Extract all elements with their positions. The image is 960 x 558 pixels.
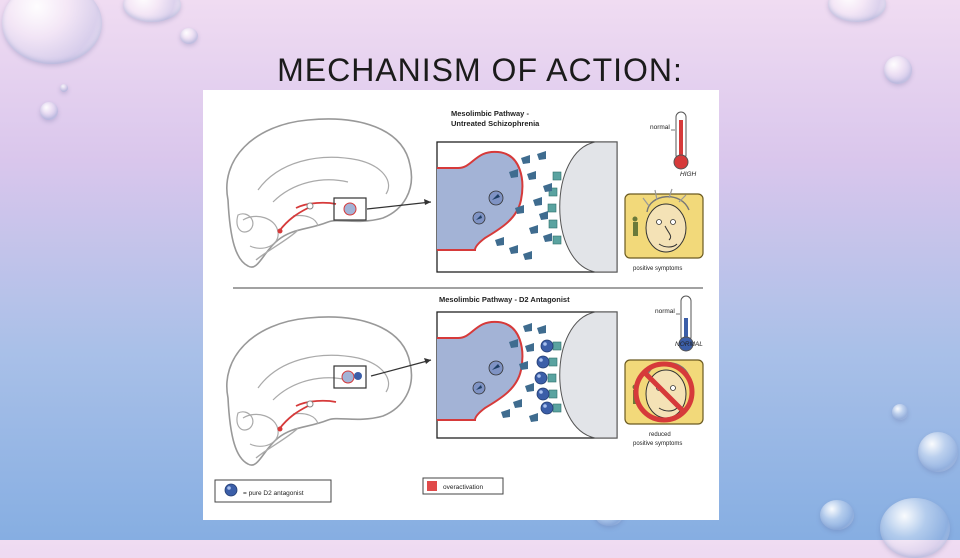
slide-title: MECHANISM OF ACTION: xyxy=(277,52,683,88)
bubble-decoration xyxy=(892,404,908,420)
thermometer-high-label: HIGH xyxy=(680,171,697,178)
thermometer-normal-label-top: normal xyxy=(650,124,670,131)
bubble-decoration xyxy=(40,102,58,120)
mechanism-diagram: Mesolimbic Pathway - Untreated Schizophr… xyxy=(214,109,704,503)
legend-overactivation-label: overactivation xyxy=(443,484,483,491)
reduced-symptoms-caption-line2: positive symptoms xyxy=(633,441,682,447)
bubble-decoration xyxy=(918,432,958,472)
brain-diagram-bottom xyxy=(225,316,413,466)
thermometer-normal: normal NORMAL xyxy=(655,295,703,352)
legend-antagonist-label: = pure D2 antagonist xyxy=(243,490,304,497)
bubble-decoration xyxy=(60,84,68,92)
bubble-decoration xyxy=(884,56,912,84)
bubble-decoration xyxy=(123,0,181,22)
face-positive-symptoms xyxy=(624,188,704,259)
thermometer-normal-caption: NORMAL xyxy=(675,341,703,348)
mechanism-figure: Mesolimbic Pathway - Untreated Schizophr… xyxy=(203,90,719,520)
bubble-decoration xyxy=(820,500,854,530)
face-reduced-symptoms xyxy=(624,359,704,425)
synapse-panel-top xyxy=(436,141,618,273)
legend-antagonist: = pure D2 antagonist xyxy=(214,479,332,503)
thermometer-normal-label-bottom: normal xyxy=(655,308,675,315)
top-panel-title-line1: Mesolimbic Pathway - xyxy=(451,109,529,118)
bubble-decoration xyxy=(2,0,102,64)
brain-diagram-top xyxy=(225,118,413,268)
top-panel-title-line2: Untreated Schizophrenia xyxy=(451,119,540,128)
bubble-decoration xyxy=(828,0,886,22)
zoom-arrow-top xyxy=(366,201,432,210)
zoom-arrow-bottom xyxy=(370,359,432,377)
positive-symptoms-caption: positive symptoms xyxy=(633,266,682,272)
reduced-symptoms-caption-line1: reduced xyxy=(649,432,671,438)
prohibited-icon xyxy=(633,361,695,423)
synapse-panel-bottom xyxy=(436,311,618,439)
bubble-decoration xyxy=(880,498,950,558)
legend-overactivation: overactivation xyxy=(422,477,504,495)
thermometer-high: normal HIGH xyxy=(650,111,697,178)
bubble-decoration xyxy=(180,28,198,44)
bottom-panel-title: Mesolimbic Pathway - D2 Antagonist xyxy=(439,295,570,304)
